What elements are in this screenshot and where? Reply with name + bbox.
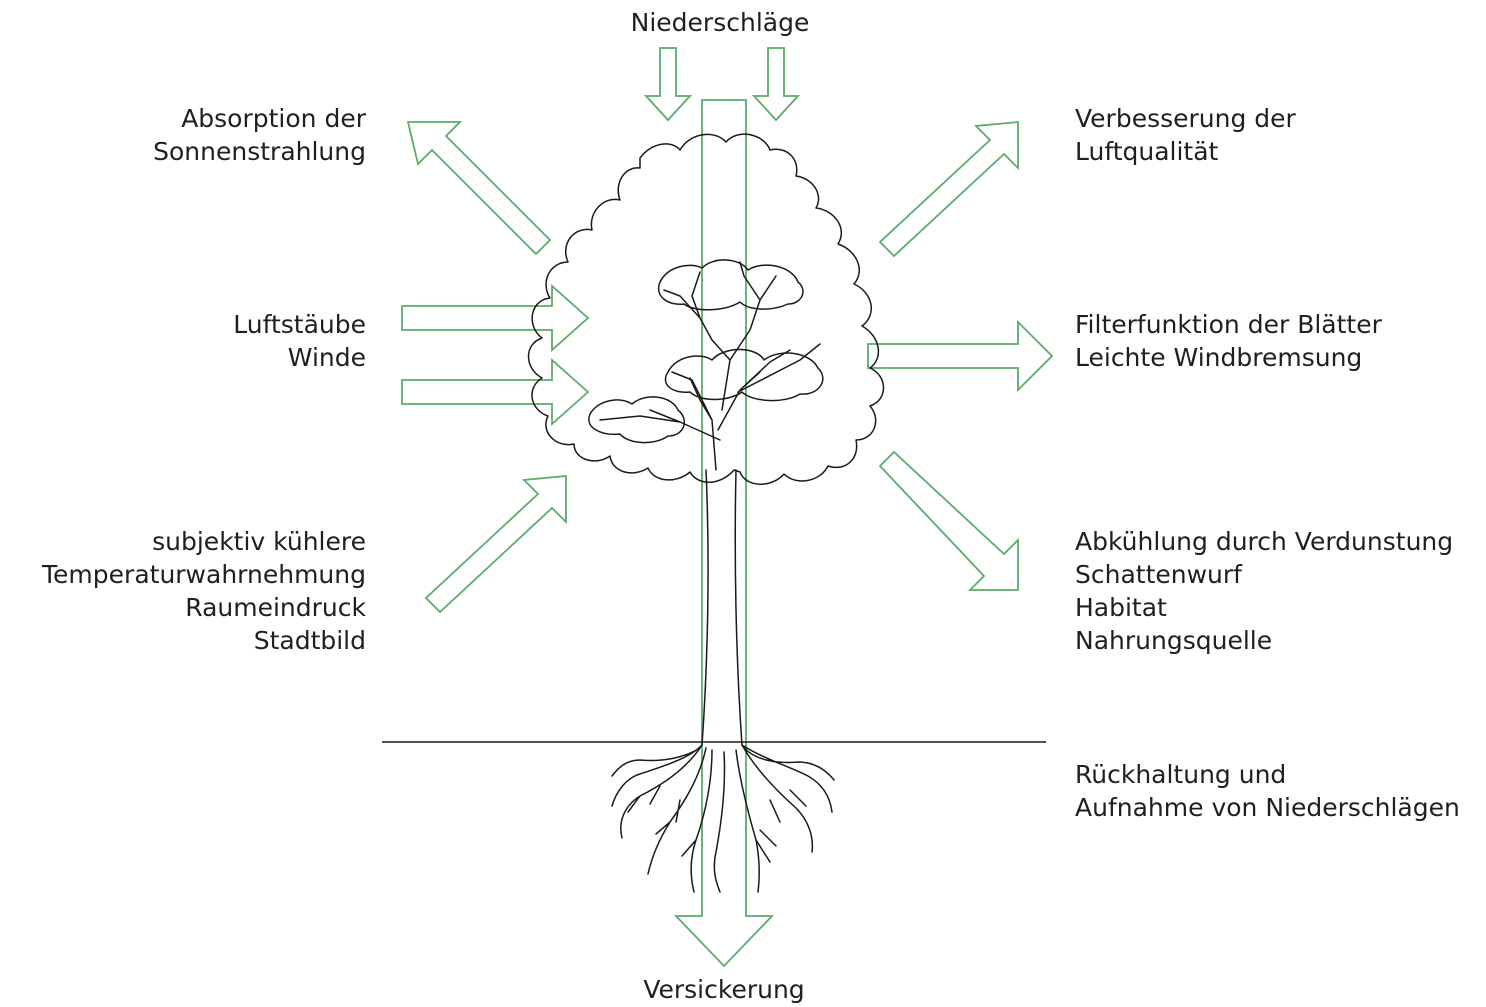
air-quality-label: Verbesserung der Luftqualität xyxy=(1075,104,1296,166)
cooling-label: Abkühlung durch Verdunstung Schattenwurf… xyxy=(1075,527,1454,655)
arrow-group xyxy=(401,47,1054,968)
absorption-label: Absorption der Sonnenstrahlung xyxy=(153,104,366,166)
wind-arrow-lower xyxy=(401,357,590,427)
tree-roots xyxy=(611,744,835,893)
cooling-arrow xyxy=(878,450,1019,591)
retention-label: Rückhaltung und Aufnahme von Niederschlä… xyxy=(1075,760,1460,822)
dust-wind-label: Luftstäube Winde xyxy=(233,310,366,372)
perception-arrow xyxy=(424,475,567,614)
perception-label: subjektiv kühlere Temperaturwahrnehmung … xyxy=(42,527,366,655)
infiltration-label: Versickerung xyxy=(643,975,805,1004)
precipitation-arrow-right xyxy=(751,47,801,122)
tree-icon xyxy=(527,133,885,893)
filter-label: Filterfunktion der Blätter Leichte Windb… xyxy=(1075,310,1382,372)
infiltration-arrow xyxy=(673,99,775,968)
air-quality-arrow xyxy=(878,121,1019,258)
precipitation-arrow-left xyxy=(643,47,693,122)
tree-crown-inner-lower xyxy=(664,348,824,402)
tree-trunk xyxy=(701,469,743,746)
precipitation-label: Niederschläge xyxy=(630,8,810,37)
filter-arrow xyxy=(867,319,1054,393)
dust-arrow-upper xyxy=(401,283,590,353)
tree-crown xyxy=(527,133,885,485)
absorption-arrow xyxy=(406,121,552,256)
tree-crown-inner-upper xyxy=(657,259,804,311)
tree-crown-inner-left xyxy=(588,396,686,444)
tree-branches xyxy=(599,261,821,471)
